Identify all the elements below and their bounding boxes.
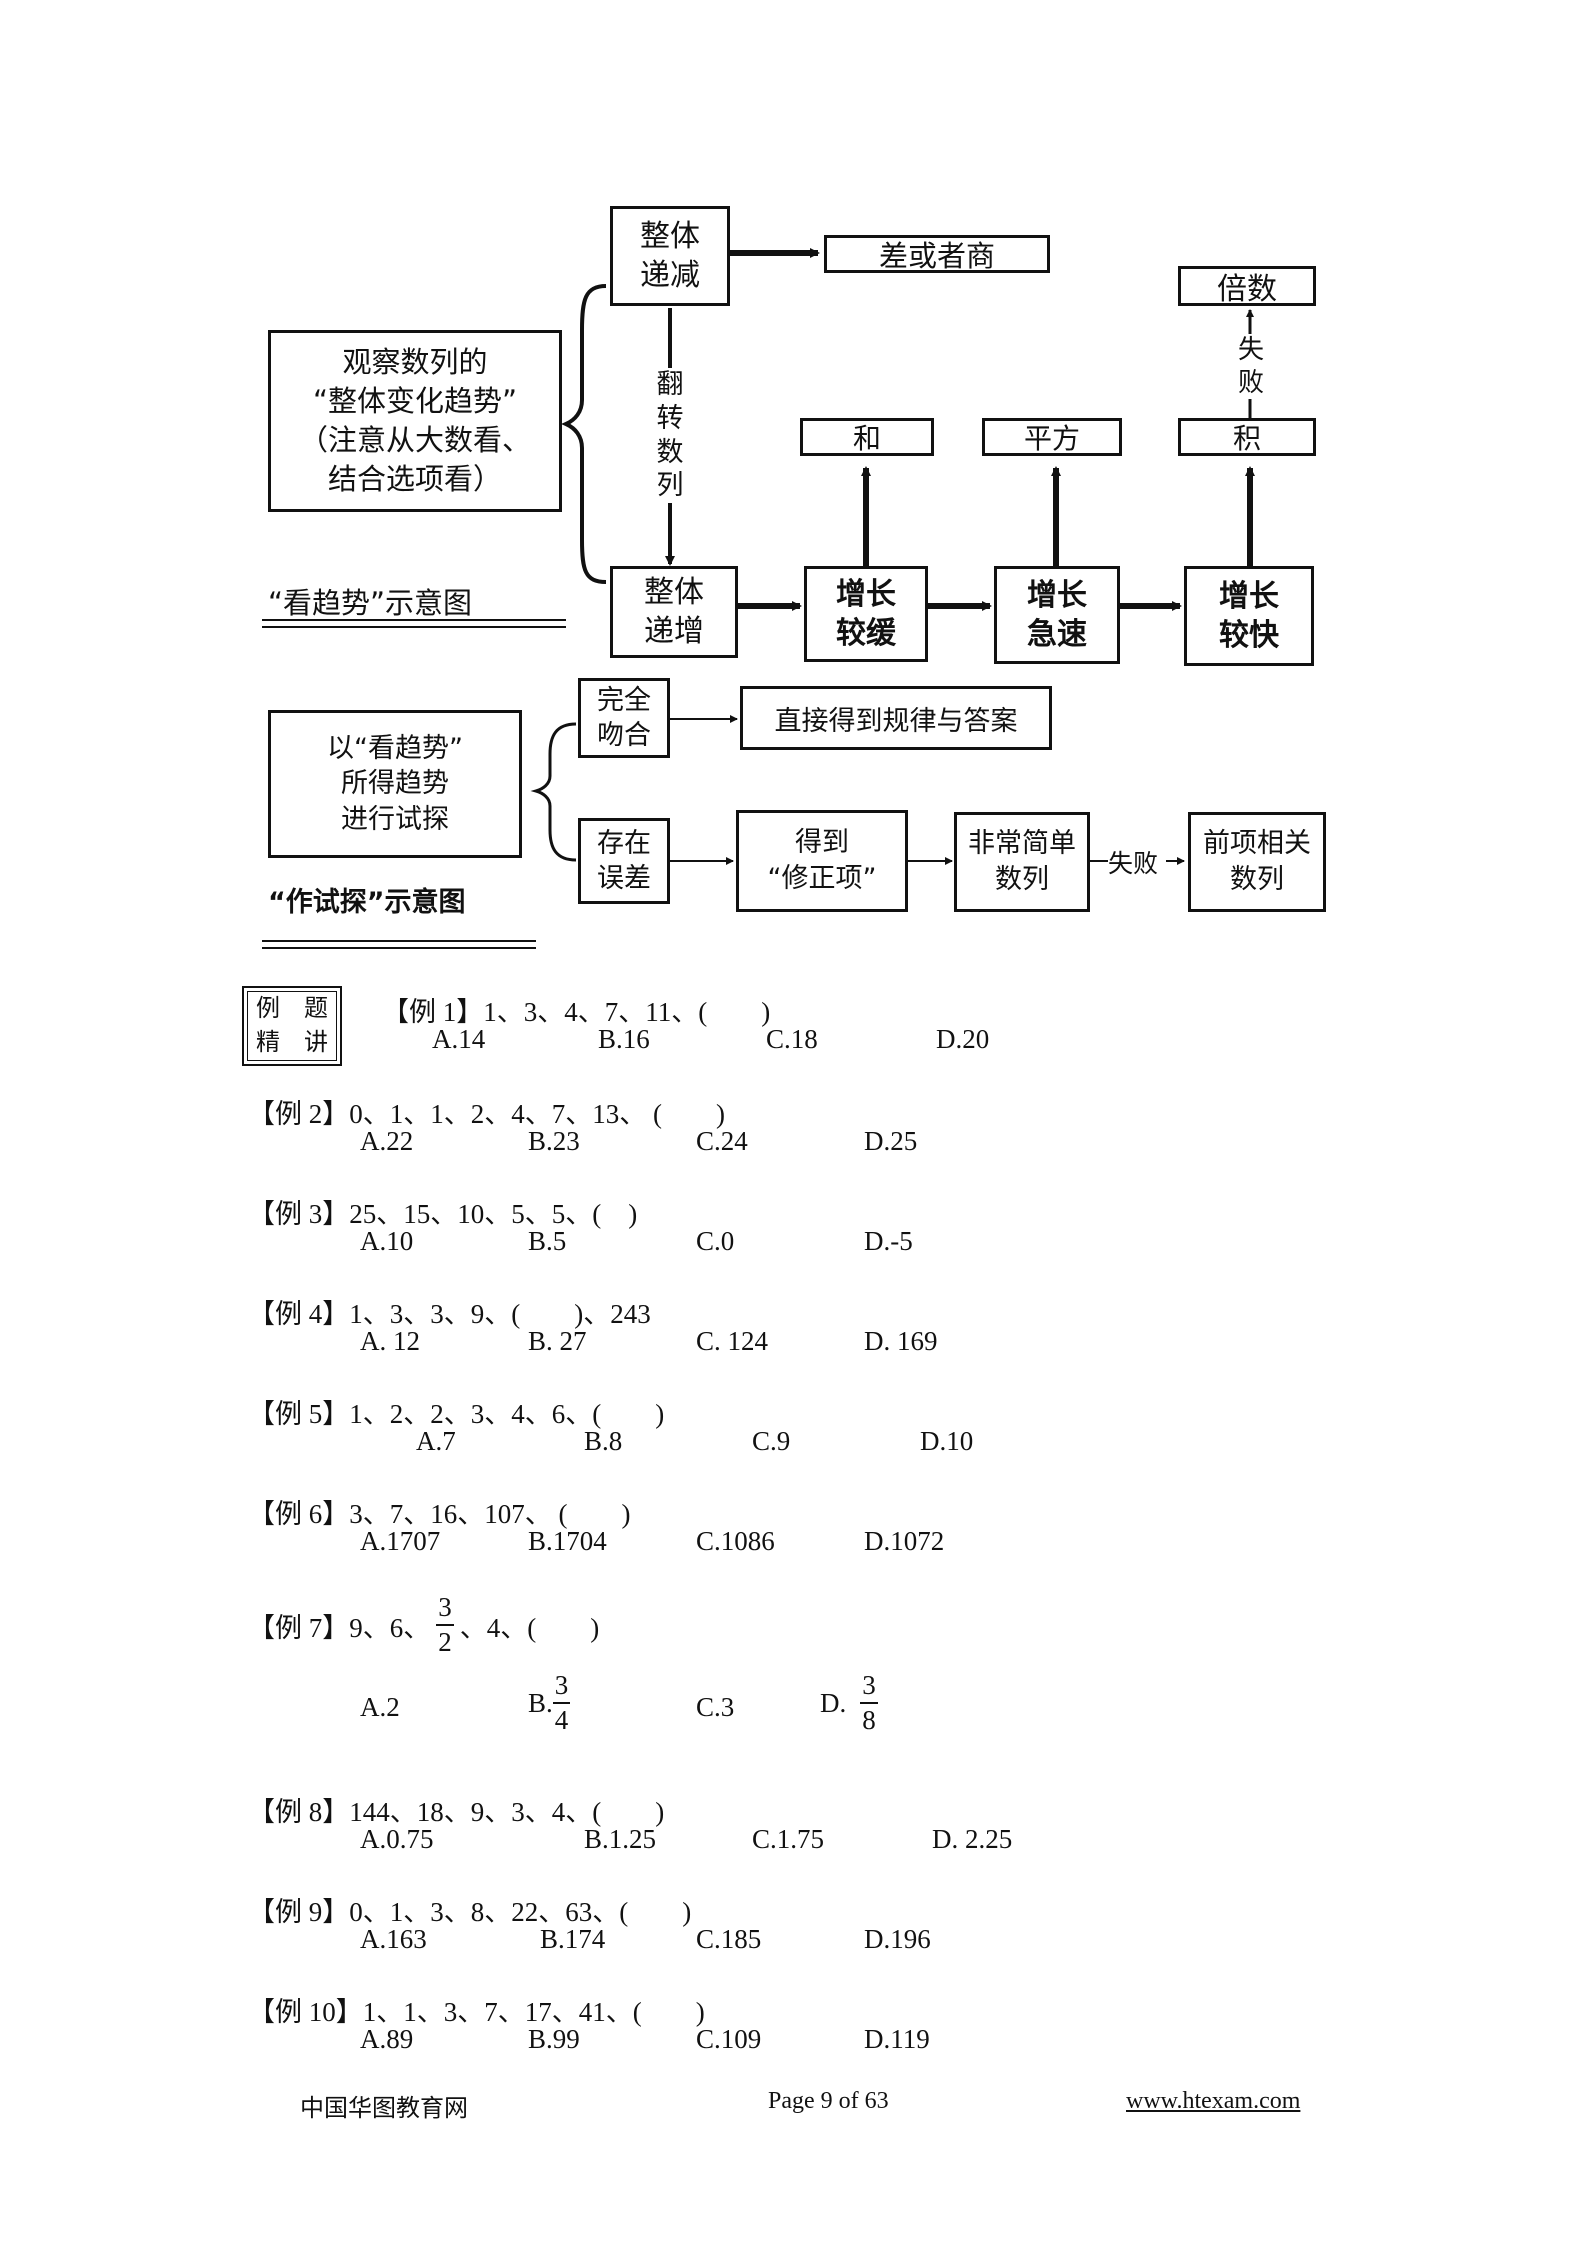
simple-sequence-box: 非常简单 数列 [954,812,1090,912]
question-text: 【例 8】144、18、9、3、4、( ) [248,1797,665,1827]
option-d: D.119 [864,2024,930,2054]
option-a: A.10 [360,1226,414,1256]
sum-box: 和 [800,418,934,456]
fraction-numerator: 3 [552,1672,571,1704]
badge-line-1: 例 题 [256,994,328,1023]
option-b-label: B. [528,1687,553,1718]
trial-box: 以“看趋势” 所得趋势 进行试探 [268,710,522,858]
option-a: A.0.75 [360,1824,434,1854]
example-badge: 例 题 精 讲 [242,986,342,1066]
option-c: C.1086 [696,1526,775,1556]
question-text: 【例 7】9、6、 3 2 、4、( ) [248,1594,599,1656]
option-b: B.23 [528,1126,580,1156]
option-a: A.163 [360,1924,427,1954]
option-d: D.196 [864,1924,931,1954]
option-d: D.20 [936,1024,990,1054]
option-b: B.1704 [528,1526,607,1556]
option-d: D. 2.25 [932,1824,1013,1854]
option-a: A.1707 [360,1526,441,1556]
multiple-box: 倍数 [1178,266,1316,307]
question-text: 【例 2】0、1、1、2、4、7、13、 ( ) [248,1099,725,1129]
square-box: 平方 [982,418,1122,456]
option-b: B.5 [528,1226,567,1256]
fail-label-1: 失败 [1238,334,1265,399]
option-a: A.2 [360,1692,400,1722]
observe-trend-box: 观察数列的 “整体变化趋势” （注意从大数看、 结合选项看） [268,330,562,512]
question-text: 【例 3】25、15、10、5、5、( ) [248,1199,638,1229]
option-a: A.7 [416,1426,456,1456]
overall-decreasing-box: 整体 递减 [610,206,730,306]
adjacent-term-box: 前项相关 数列 [1188,812,1326,912]
question-text: 【例 4】1、3、3、9、( )、243 [248,1299,651,1329]
option-d: D.-5 [864,1226,913,1256]
option-d: D.1072 [864,1526,945,1556]
flip-sequence-label: 翻转数列 [654,368,686,503]
fraction-denominator: 2 [438,1627,452,1657]
question-text: 【例 6】3、7、16、107、 ( ) [248,1499,631,1529]
question-text: 【例 1】1、3、4、7、11、( ) [382,997,771,1027]
option-d: D.25 [864,1126,918,1156]
has-error-box: 存在 误差 [578,818,670,904]
fraction-numerator: 3 [860,1672,878,1704]
fraction-three-halves: 3 2 [436,1594,454,1656]
full-match-box: 完全 吻合 [578,678,670,758]
question-text: 【例 5】1、2、2、3、4、6、( ) [248,1399,665,1429]
fraction-three-eighths: 3 8 [860,1672,878,1734]
fraction-numerator: 3 [436,1594,454,1626]
option-a: A.22 [360,1126,414,1156]
footer-page-number: Page 9 of 63 [768,2088,889,2114]
badge-line-2: 精 讲 [256,1028,328,1056]
trend-diagram-caption: “看趋势”示意图 [268,586,473,620]
option-c: C.3 [696,1692,735,1722]
option-a: A.14 [432,1024,486,1054]
footer-url-link[interactable]: www.htexam.com [1126,2088,1301,2114]
question-prefix: 【例 7】9、6、 [248,1612,431,1643]
option-c: C.9 [752,1426,791,1456]
option-c: C.18 [766,1024,818,1054]
fraction-denominator: 4 [554,1705,569,1735]
footer-site-name: 中国华图教育网 [300,2094,468,2122]
option-b: B.8 [584,1426,623,1456]
option-d: D.10 [920,1426,974,1456]
direct-answer-box: 直接得到规律与答案 [740,686,1052,750]
fraction-three-quarters: 3 4 [552,1672,571,1735]
question-text: 【例 10】1、1、3、7、17、41、( ) [248,1997,705,2027]
option-d: D. 3 8 [820,1672,884,1734]
growth-faster-box: 增长 较快 [1184,566,1314,666]
fraction-denominator: 8 [862,1705,876,1735]
trial-diagram-caption: “作试探”示意图 [268,887,466,918]
growth-slow-box: 增长 较缓 [804,566,928,662]
question-text: 【例 9】0、1、3、8、22、63、( ) [248,1897,692,1927]
fail-label-2: 失败 [1108,844,1159,880]
overall-increasing-box: 整体 递增 [610,566,738,658]
correction-term-box: 得到 “修正项” [736,810,908,912]
option-c: C.109 [696,2024,762,2054]
option-d: D. 169 [864,1326,938,1356]
option-d-label: D. [820,1687,847,1718]
option-a: A. 12 [360,1326,420,1356]
option-c: C.1.75 [752,1824,825,1854]
option-a: A.89 [360,2024,414,2054]
option-c: C.24 [696,1126,748,1156]
option-b: B.16 [598,1024,650,1054]
option-b: B.1.25 [584,1824,657,1854]
option-b: B.99 [528,2024,580,2054]
question-suffix: 、4、( ) [459,1612,600,1643]
product-box: 积 [1178,418,1316,456]
option-c: C.185 [696,1924,762,1954]
option-b: B. 3 4 [528,1672,576,1734]
option-c: C.0 [696,1226,735,1256]
diff-or-quotient-box: 差或者商 [824,235,1050,273]
option-b: B.174 [540,1924,606,1954]
option-c: C. 124 [696,1326,769,1356]
growth-rapid-box: 增长 急速 [994,566,1120,664]
option-b: B. 27 [528,1326,587,1356]
